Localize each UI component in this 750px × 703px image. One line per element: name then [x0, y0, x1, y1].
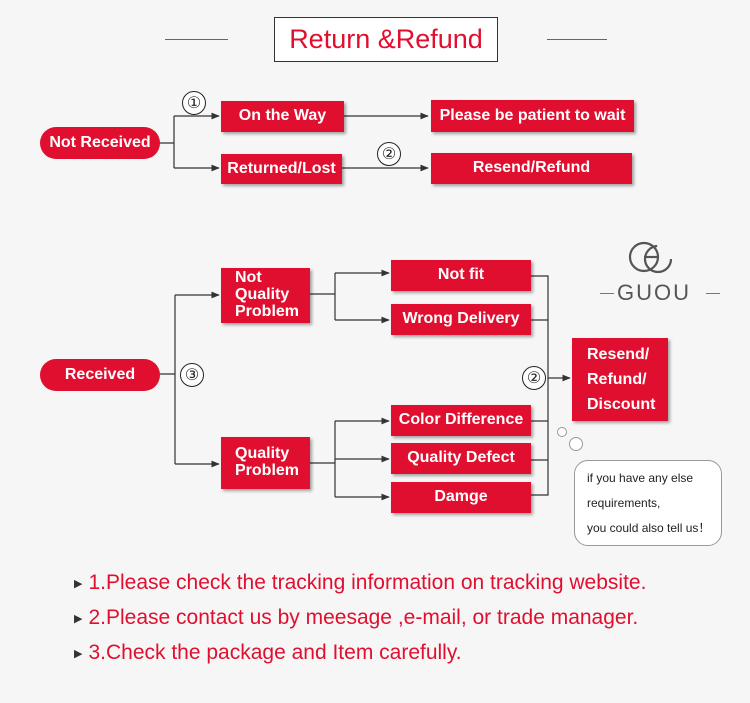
note-1: ▶ 1.Please check the tracking informatio… — [74, 571, 646, 595]
connector-not-quality-fork — [310, 273, 336, 320]
bubble-line-1: if you have any else — [587, 471, 694, 485]
connector-collector — [531, 275, 549, 496]
bullet-triangle-icon: ▶ — [74, 612, 83, 625]
node-resend-refund: Resend/Refund — [431, 153, 632, 184]
brand-logo-text: GUOU — [617, 280, 691, 305]
node-damge: Damge — [391, 482, 531, 513]
connector-received-trunk — [160, 295, 176, 464]
node-quality-problem: Quality Problem — [221, 437, 310, 489]
bubble-dot-small — [557, 427, 567, 437]
node-not-received: Not Received — [40, 127, 160, 159]
bubble-line-3: you could also tell us！ — [587, 521, 711, 535]
node-returned-lost: Returned/Lost — [221, 154, 342, 184]
connector-quality-fork — [310, 421, 336, 497]
connector-not-received-trunk — [158, 116, 175, 168]
bullet-triangle-icon: ▶ — [74, 577, 83, 590]
node-received: Received — [40, 359, 160, 391]
note-3-text: 3.Check the package and Item carefully. — [88, 641, 462, 664]
node-wrong-delivery: Wrong Delivery — [391, 304, 531, 335]
logo-left-rule — [600, 293, 614, 294]
node-quality-defect: Quality Defect — [391, 443, 531, 474]
bubble-dot-large — [569, 437, 583, 451]
step-marker-3: ③ — [180, 363, 204, 387]
node-not-fit: Not fit — [391, 260, 531, 291]
speech-bubble: if you have any else requirements, you c… — [574, 460, 722, 546]
node-patient-wait: Please be patient to wait — [431, 100, 634, 132]
step-marker-2: ② — [377, 142, 401, 166]
node-resend-refund-discount: Resend/ Refund/ Discount — [572, 338, 668, 421]
bullet-triangle-icon: ▶ — [74, 647, 83, 660]
node-not-quality-problem: Not Quality Problem — [221, 268, 310, 323]
note-1-text: 1.Please check the tracking information … — [88, 571, 647, 594]
step-marker-4: ② — [522, 366, 546, 390]
note-2-text: 2.Please contact us by meesage ,e-mail, … — [88, 606, 639, 629]
node-on-the-way: On the Way — [221, 101, 344, 132]
note-2: ▶ 2.Please contact us by meesage ,e-mail… — [74, 606, 638, 630]
title-right-rule — [547, 39, 607, 40]
guou-logo-icon — [628, 241, 673, 274]
step-marker-1: ① — [182, 91, 206, 115]
title-left-rule — [165, 39, 228, 40]
note-3: ▶ 3.Check the package and Item carefully… — [74, 641, 462, 665]
page-title: Return &Refund — [274, 17, 498, 62]
logo-right-rule — [706, 293, 720, 294]
bubble-line-2: requirements, — [587, 496, 661, 510]
node-color-difference: Color Difference — [391, 405, 531, 436]
